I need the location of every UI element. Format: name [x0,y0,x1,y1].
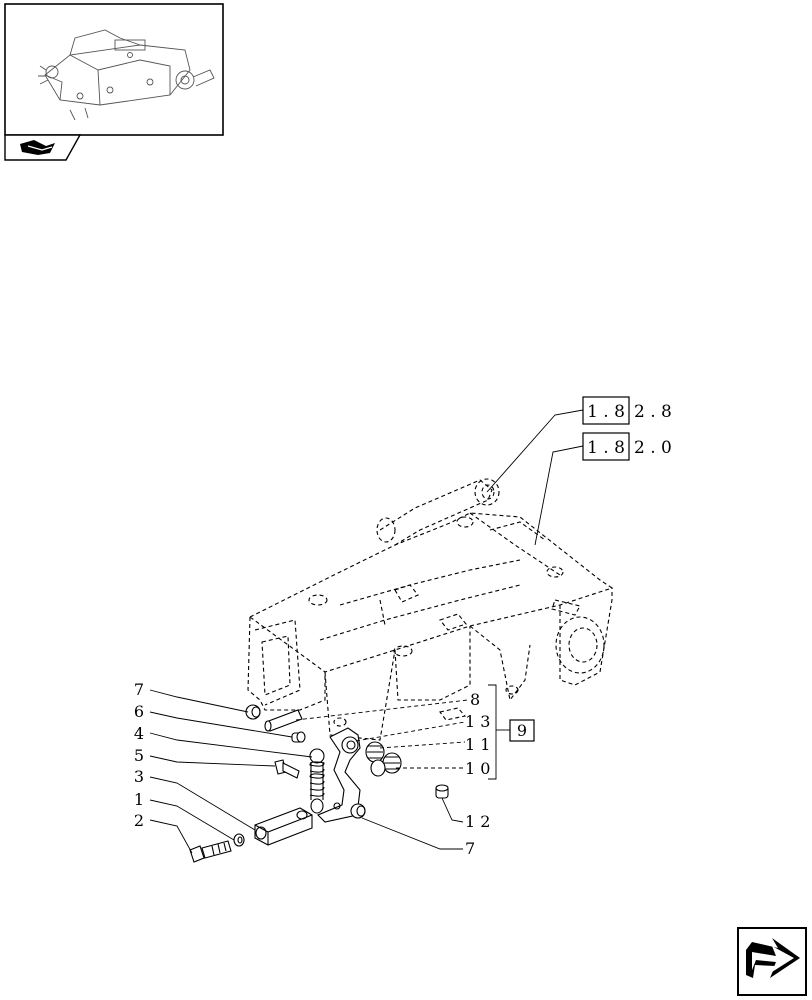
next-page-arrow-icon[interactable] [737,927,807,996]
callout-6: 6 [134,702,144,721]
parts-drawing [189,704,449,863]
assembly-thumbnail-icon[interactable] [4,3,224,136]
callouts-right: 8 1 3 1 1 1 0 1 2 7 [465,690,490,858]
group-number: 9 [517,721,527,740]
part-4-spring [309,748,325,814]
part-2-bolt [189,840,232,863]
callout-7-lower: 7 [465,839,475,858]
callout-13: 1 3 [465,712,490,731]
callout-12: 1 2 [465,812,490,831]
part-12-bushing [435,784,449,799]
callout-2: 2 [134,811,144,830]
reference-link-1-8-2-8[interactable]: 1 . 8 2 . 8 [582,396,672,425]
callouts-left: 7 6 4 5 3 1 2 [134,680,144,830]
part-3-bracket [254,807,313,846]
callout-7-upper: 7 [134,680,144,699]
part-7-washer-upper [245,704,261,720]
part-7-washer-lower [350,803,366,819]
lift-housing-outline [247,478,614,741]
reference-box-number: 1 . 8 [587,402,625,422]
reference-box-number: 1 . 8 [587,438,625,458]
reference-leader-lines [486,409,584,546]
callout-leader-lines [149,684,510,854]
callout-11: 1 1 [465,735,490,754]
part-8-pin [264,709,303,732]
part-5-bolt [274,759,300,779]
callout-10: 1 0 [465,759,490,778]
part-6-bushing [291,731,306,743]
reference-link-1-8-2-0[interactable]: 1 . 8 2 . 0 [582,432,672,461]
part-13-lever [317,727,361,823]
group-label-9: 9 [509,719,535,742]
part-1-washer [233,833,245,847]
callout-1: 1 [134,790,144,809]
callout-3: 3 [134,767,144,786]
callout-8: 8 [470,690,480,709]
part-11-roller [365,741,385,763]
callout-5: 5 [134,746,144,765]
callout-4: 4 [134,724,144,743]
section-nav-icon[interactable] [4,134,82,161]
reference-suffix: 2 . 0 [634,438,672,458]
reference-suffix: 2 . 8 [634,402,672,422]
